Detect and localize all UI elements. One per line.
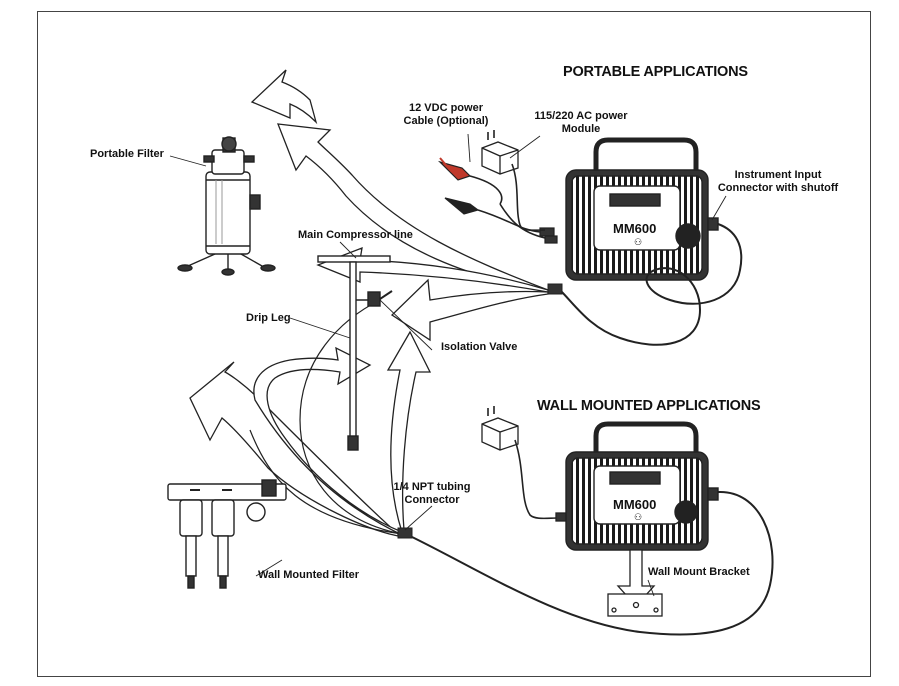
label-drip-leg: Drip Leg (246, 312, 291, 324)
leader-lines (169, 133, 727, 597)
label-dc-cable: 12 VDC power Cable (Optional) (403, 102, 489, 127)
flow-arrow-icon (189, 69, 549, 537)
label-tubing-connector: 1/4 NPT tubing Connector (393, 481, 471, 506)
portable-filter-icon (177, 136, 276, 276)
main-line-icon (317, 255, 393, 451)
power-adapter-icon (481, 130, 546, 232)
device-model-portable: MM600 (613, 221, 656, 236)
wall-bracket-icon (607, 593, 663, 617)
instrument-case-wall-icon (565, 421, 719, 578)
label-wall-filter: Wall Mounted Filter (258, 569, 360, 581)
label-wall-bracket: Wall Mount Bracket (648, 566, 750, 578)
wall-filter-icon (167, 479, 287, 589)
device-icon-portable: ⚇ (634, 237, 642, 247)
label-instrument-input: Instrument Input Connector with shutoff (717, 169, 839, 194)
label-isolation-valve: Isolation Valve (441, 341, 518, 353)
label-main-line: Main Compressor line (298, 229, 413, 241)
diagram-frame (37, 11, 871, 677)
heading-wall: WALL MOUNTED APPLICATIONS (537, 398, 761, 414)
heading-portable: PORTABLE APPLICATIONS (563, 64, 748, 80)
instrument-case-icon (565, 137, 719, 281)
device-icon-wall: ⚇ (634, 512, 642, 522)
device-model-wall: MM600 (613, 497, 656, 512)
label-portable-filter: Portable Filter (90, 148, 164, 160)
power-adapter-wall-icon (481, 406, 569, 522)
alligator-clip-icon (437, 157, 558, 244)
label-ac-module: 115/220 AC power Module (534, 110, 628, 135)
hose-wall (409, 490, 774, 636)
hose-portable (559, 223, 743, 346)
